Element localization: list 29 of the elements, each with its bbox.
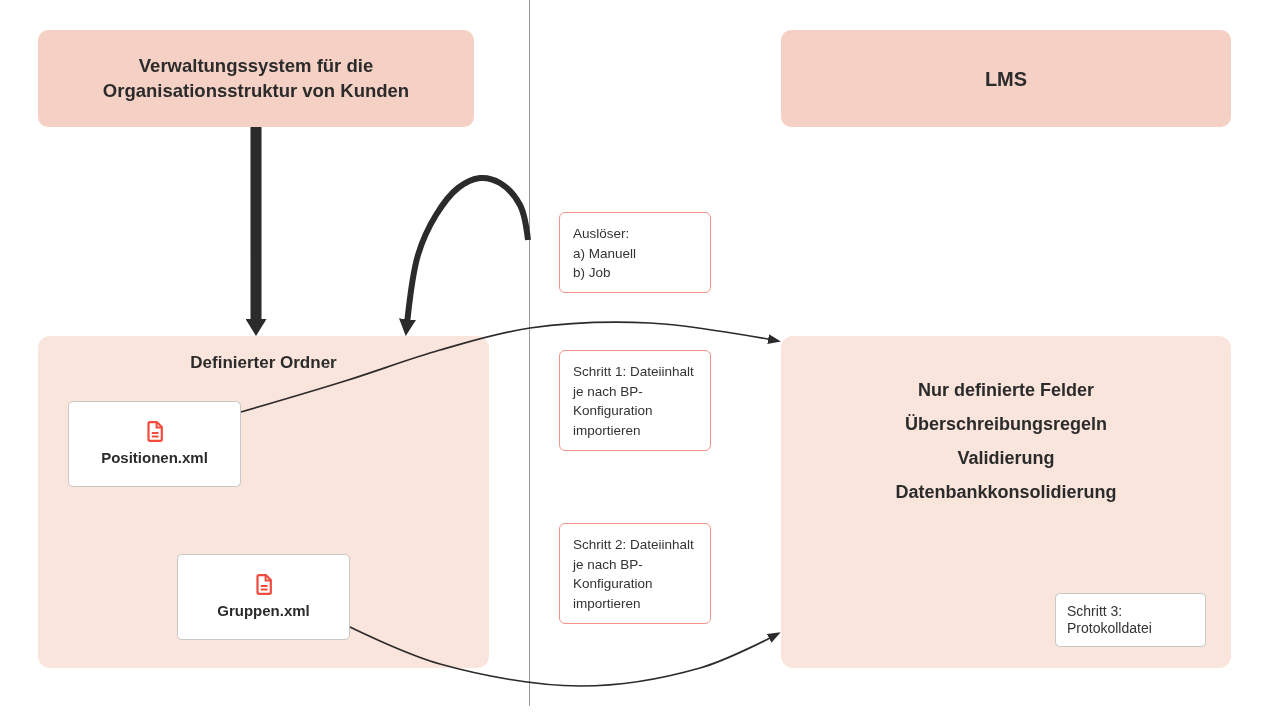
step-text: Schritt 1: Dateiinhalt je nach BP-Konfiguration importieren xyxy=(573,363,695,440)
arrow xyxy=(240,321,781,413)
rule-text: Validierung xyxy=(957,447,1055,470)
step-box xyxy=(559,523,711,624)
panel-heading: Definierter Ordner xyxy=(190,353,337,373)
file-name: Gruppen.xml xyxy=(217,602,310,620)
process-panel xyxy=(781,336,1231,668)
folder-panel xyxy=(38,336,489,668)
note-box xyxy=(559,212,711,293)
file-name: Positionen.xml xyxy=(101,449,208,467)
box-title: LMS xyxy=(984,66,1028,92)
note-text: Auslöser: xyxy=(573,225,631,243)
arrow xyxy=(399,174,531,337)
step-box xyxy=(1055,593,1206,647)
step-box xyxy=(559,350,711,451)
system-box xyxy=(38,30,474,127)
file-card xyxy=(68,401,241,487)
box-title: Verwaltungssystem für die Organisationsstruktur von Kunden xyxy=(101,54,411,103)
step-text: Schritt 2: Dateiinhalt je nach BP-Konfiguration importieren xyxy=(573,536,695,613)
system-box xyxy=(781,30,1231,127)
arrow xyxy=(245,127,267,336)
rule-text: Nur definierte Felder xyxy=(917,379,1094,402)
note-text: a) Manuell xyxy=(573,244,638,263)
rule-text: Datenbankkonsolidierung xyxy=(895,481,1117,504)
rule-text: Überschreibungsregeln xyxy=(904,413,1108,436)
arrow xyxy=(349,626,781,687)
step-text: Schritt 3: Protokolldatei xyxy=(1067,603,1153,637)
note-text: b) Job xyxy=(573,264,612,282)
file-card xyxy=(177,554,350,640)
